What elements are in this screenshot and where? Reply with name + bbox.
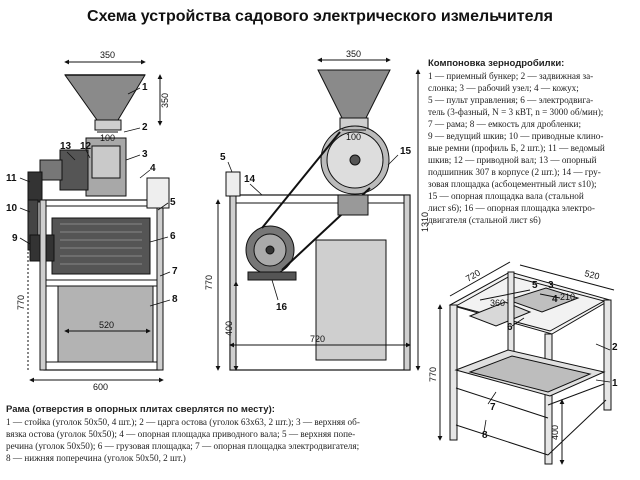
hopper-side [317,69,391,119]
label-7: 7 [172,266,178,277]
label-13: 13 [60,141,72,152]
dim-frame-height: 770 [16,295,26,310]
label-11: 11 [6,173,17,184]
iso-dim-520: 520 [584,268,601,281]
legend-bottom-line: 8 — нижняя поперечина (уголок 50х50, 2 ш… [6,453,186,463]
side-view-text: 350 100 1310 770 400 720 5 14 15 16 [204,49,430,344]
side-view [215,57,421,371]
dim-hopper-bottom: 100 [100,133,115,143]
side-label-16: 16 [276,302,288,313]
legend-right-line: 1 — приемный бункер; 2 — задвижная за- [428,71,594,81]
iso-dim-770: 770 [428,367,438,382]
dim-width: 600 [93,382,108,392]
iso-label-7: 7 [490,402,496,413]
bearing-housing [59,149,89,191]
iso-label-6: 6 [507,322,513,333]
container [57,285,154,363]
iso-label-8: 8 [482,430,488,441]
legend-right-line: зовая площадка (асбоцементный лист s10); [428,179,597,189]
legend-bottom-line: 1 — стойка (уголок 50х50, 4 шт.); 2 — ца… [6,417,360,427]
dim-platform: 520 [99,320,114,330]
side-label-15: 15 [400,146,412,157]
label-10: 10 [6,203,18,214]
iso-label-2: 2 [612,342,618,353]
dim-side-hopper-top: 350 [346,49,361,59]
legend-bottom: Рама (отверстия в опорных плитах сверлят… [6,404,416,464]
iso-label-1: 1 [612,378,618,389]
dim-hopper-height: 350 [160,93,170,108]
iso-frame [437,261,615,465]
legend-right-line: слонка; 3 — рабочий узел; 4 — кожух; [428,83,579,93]
dim-lower-height: 400 [224,321,234,336]
legend-right-line: 5 — пульт управления; 6 — электродвига- [428,95,594,105]
label-3: 3 [142,149,148,160]
motor [51,217,151,275]
iso-label-3: 3 [548,280,554,291]
legend-bottom-line: вязка остова (уголок 50х50); 4 — опорная… [6,429,356,439]
legend-right-line: 9 — ведущий шкив; 10 — приводные клино- [428,131,604,141]
label-12: 12 [80,141,92,152]
slide-gate [94,119,122,131]
legend-right-line: лист s6); 16 — опорная площадка электро- [428,203,595,213]
legend-right-line: шкив; 12 — приводной вал; 13 — опорный [428,155,597,165]
dim-side-frame-height: 770 [204,275,214,290]
legend-right-line: двигателя (стальной лист s6) [428,215,541,225]
diagram-title: Схема устройства садового электрического… [87,8,553,25]
iso-text: 720 520 360 210 770 400 5 3 4 2 6 1 7 8 [428,268,618,441]
legend-right-line: 15 — опорная площадка вала (стальной [428,191,584,201]
driven-pulley [27,171,43,203]
legend-right-line: вые ремни (профиль Б, 2 шт.); 11 — ведом… [428,143,605,153]
legend-right: Компоновка зернодробилки: 1 — приемный б… [428,58,634,226]
label-9: 9 [12,233,18,244]
dim-side-width: 720 [310,334,325,344]
legend-bottom-line: речина (уголок 50х50); 6 — грузовая площ… [6,441,360,451]
iso-dim-360: 360 [490,298,505,308]
front-view [19,59,171,383]
iso-dim-210: 210 [560,292,575,302]
hopper-front [64,74,146,121]
legend-right-line: тель (3-фазный, N = 3 кВТ, n = 3000 об/м… [428,107,604,117]
load-platform [315,239,387,361]
dim-side-hopper-bottom: 100 [346,132,361,142]
label-8: 8 [172,294,178,305]
legend-right-line: 7 — рама; 8 — емкость для дробленки; [428,119,581,129]
dim-hopper-top: 350 [100,50,115,60]
dim-total-height: 1310 [420,212,430,232]
label-5: 5 [170,197,176,208]
legend-right-line: подшипник 307 в корпусе (2 шт.); 14 — гр… [428,167,601,177]
legend-right-title: Компоновка зернодробилки: [428,58,565,69]
motor-platform [247,271,297,281]
side-label-5: 5 [220,152,226,163]
front-view-text: 350 350 100 770 520 600 1 2 3 13 12 4 11… [6,50,178,392]
legend-bottom-title: Рама (отверстия в опорных плитах сверлят… [6,404,275,415]
side-label-14: 14 [244,174,256,185]
iso-dim-400: 400 [550,425,560,440]
control-box [146,177,170,209]
iso-label-5: 5 [532,280,538,291]
iso-dim-720: 720 [464,268,482,284]
shaft-platform [506,287,580,313]
label-1: 1 [142,82,148,93]
label-4: 4 [150,163,156,174]
label-6: 6 [170,231,176,242]
label-2: 2 [142,122,148,133]
iso-label-4: 4 [552,294,558,305]
